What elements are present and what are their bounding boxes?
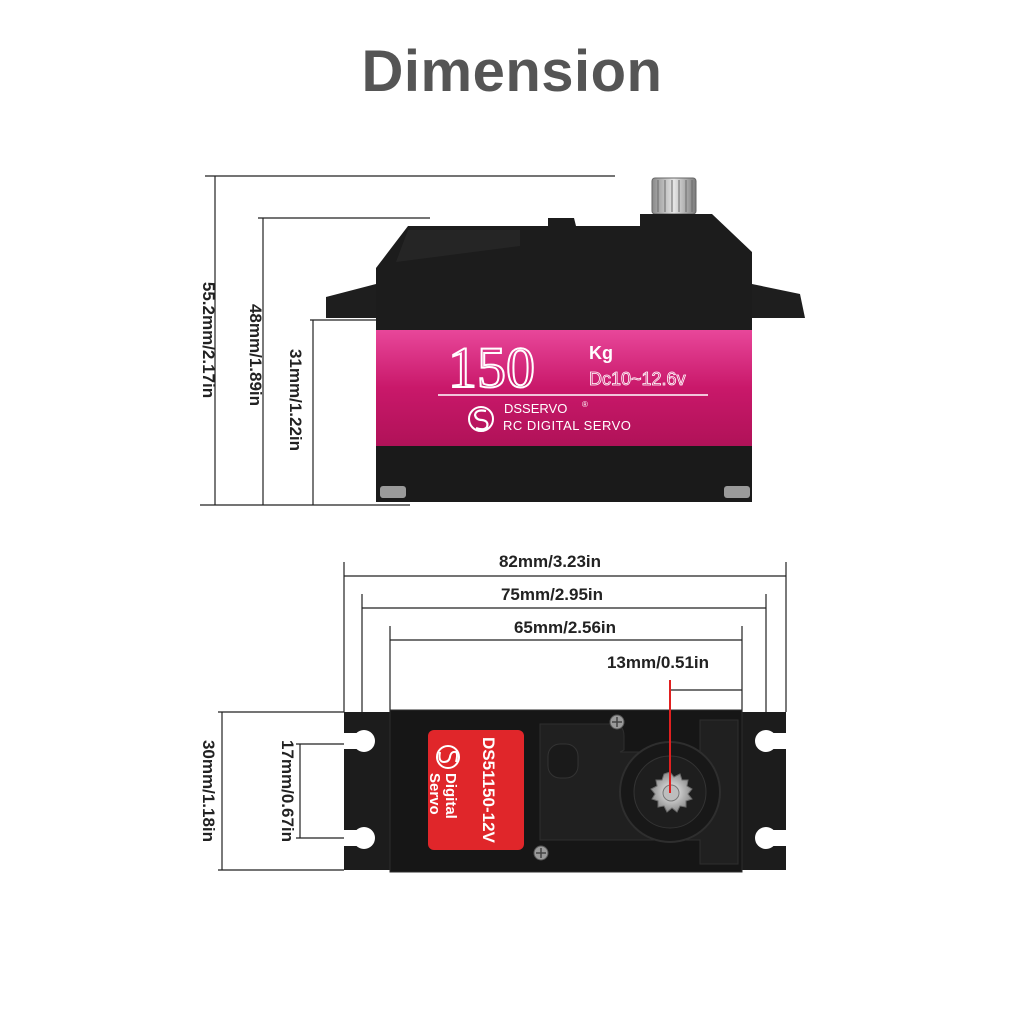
dim-height-label: 31mm/1.22in xyxy=(286,349,305,451)
dim-width-body: 65mm/2.56in xyxy=(514,618,616,637)
dim-hole-spacing: 17mm/0.67in xyxy=(278,740,297,842)
side-view: 55.2mm/2.17in 48mm/1.89in 31mm/1.22in xyxy=(199,175,805,506)
model-sticker: Digital Servo DS51150-12V xyxy=(426,730,524,850)
mount-hole-icon xyxy=(344,730,786,849)
sticker-line1: Digital xyxy=(442,773,459,819)
torque-unit: Kg xyxy=(589,343,613,363)
cover-bump xyxy=(547,743,579,779)
voltage-rating: Dc10~12.6v xyxy=(589,369,686,389)
brand-name: DSSERVO xyxy=(504,401,567,416)
label-band: 150 Kg Dc10~12.6v DSSERVO ® RC DIGITAL S… xyxy=(376,330,752,446)
servo-body-top xyxy=(344,680,786,873)
dim-width-holes: 75mm/2.95in xyxy=(501,585,603,604)
page-title: Dimension xyxy=(361,39,663,104)
model-number: DS51150-12V xyxy=(479,737,498,844)
sticker-logo-icon xyxy=(436,745,460,769)
spline-gear-icon xyxy=(650,771,693,813)
dsservo-logo-icon xyxy=(468,406,494,432)
output-spline xyxy=(651,177,697,215)
dim-height-body: 48mm/1.89in xyxy=(246,304,265,406)
dim-width-total: 82mm/3.23in xyxy=(499,552,601,571)
product-subtitle: RC DIGITAL SERVO xyxy=(503,418,631,433)
dim-depth-total: 30mm/1.18in xyxy=(199,740,218,842)
dim-shaft-offset: 13mm/0.51in xyxy=(607,653,709,672)
torque-value: 150 xyxy=(448,335,535,400)
top-view: 82mm/3.23in 75mm/2.95in 65mm/2.56in 13mm… xyxy=(199,552,787,873)
left-screw xyxy=(380,486,406,498)
left-flange xyxy=(326,284,376,318)
servo-body-side xyxy=(326,214,805,502)
brand-registered-mark: ® xyxy=(582,400,588,409)
screw-icon xyxy=(533,714,625,861)
right-flange xyxy=(752,284,805,318)
dim-height-total: 55.2mm/2.17in xyxy=(199,282,218,398)
sticker-line2: Servo xyxy=(426,773,443,815)
right-screw xyxy=(724,486,750,498)
